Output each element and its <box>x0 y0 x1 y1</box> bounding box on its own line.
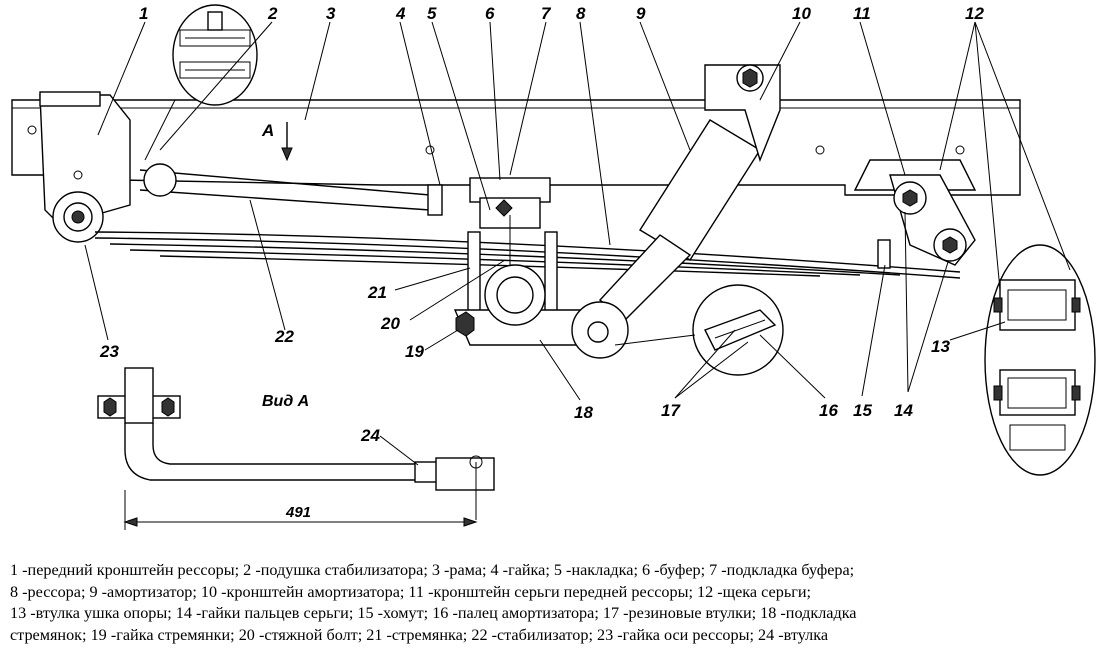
front-spring-bracket <box>39 91 131 243</box>
caption-line-1: 1 -передний кронштейн рессоры; 2 -подушк… <box>10 561 855 579</box>
callout-8: 8 <box>576 4 586 23</box>
callout-20: 20 <box>380 314 400 333</box>
callout-18: 18 <box>574 403 593 422</box>
leader-lines <box>84 21 1071 466</box>
callout-22: 22 <box>274 327 294 346</box>
stabilizer-bar <box>139 163 443 216</box>
caption-line-2: 8 -рессора; 9 -амортизатор; 10 -кронштей… <box>10 582 811 601</box>
callout-1: 1 <box>139 4 148 23</box>
callout-19: 19 <box>405 342 424 361</box>
callout-6: 6 <box>485 4 495 23</box>
view-a-arrow: A <box>261 121 293 162</box>
shock-absorber <box>571 64 781 359</box>
callout-23: 23 <box>99 342 119 361</box>
view-a-detail: Вид А 491 <box>97 367 495 530</box>
callout-10: 10 <box>792 4 811 23</box>
callout-numbers: 1 2 3 4 5 6 7 8 9 10 11 12 13 14 15 16 1… <box>99 4 984 445</box>
callout-13: 13 <box>931 337 950 356</box>
legend-caption: 1 -передний кронштейн рессоры; 2 -подушк… <box>10 560 1100 646</box>
callout-14: 14 <box>894 401 913 420</box>
callout-2: 2 <box>267 4 278 23</box>
callout-3: 3 <box>326 4 336 23</box>
view-a-title: Вид А <box>262 393 309 410</box>
dimension-value: 491 <box>285 504 311 521</box>
caption-line-4: стремянок; 19 -гайка стремянки; 20 -стяж… <box>10 625 829 644</box>
callout-24: 24 <box>360 426 380 445</box>
callout-21: 21 <box>367 283 387 302</box>
callout-9: 9 <box>636 4 646 23</box>
buffer-assembly <box>467 177 558 313</box>
callout-4: 4 <box>395 4 406 23</box>
leaf-spring <box>94 231 961 279</box>
caption-line-3: 13 -втулка ушка опоры; 14 -гайки пальцев… <box>10 604 857 622</box>
callout-16: 16 <box>819 401 838 420</box>
callout-17: 17 <box>661 401 681 420</box>
view-arrow-letter: A <box>261 121 274 140</box>
ubolt-pad <box>453 264 601 346</box>
callout-5: 5 <box>427 4 437 23</box>
callout-11: 11 <box>853 4 871 23</box>
callout-7: 7 <box>541 4 552 23</box>
rear-shackle <box>853 159 977 266</box>
callout-15: 15 <box>853 401 872 420</box>
inset-eye-bushing <box>984 244 1096 476</box>
inset-cushion <box>144 4 258 161</box>
callout-12: 12 <box>965 4 984 23</box>
suspension-drawing: A Вид А 491 <box>11 4 1096 530</box>
